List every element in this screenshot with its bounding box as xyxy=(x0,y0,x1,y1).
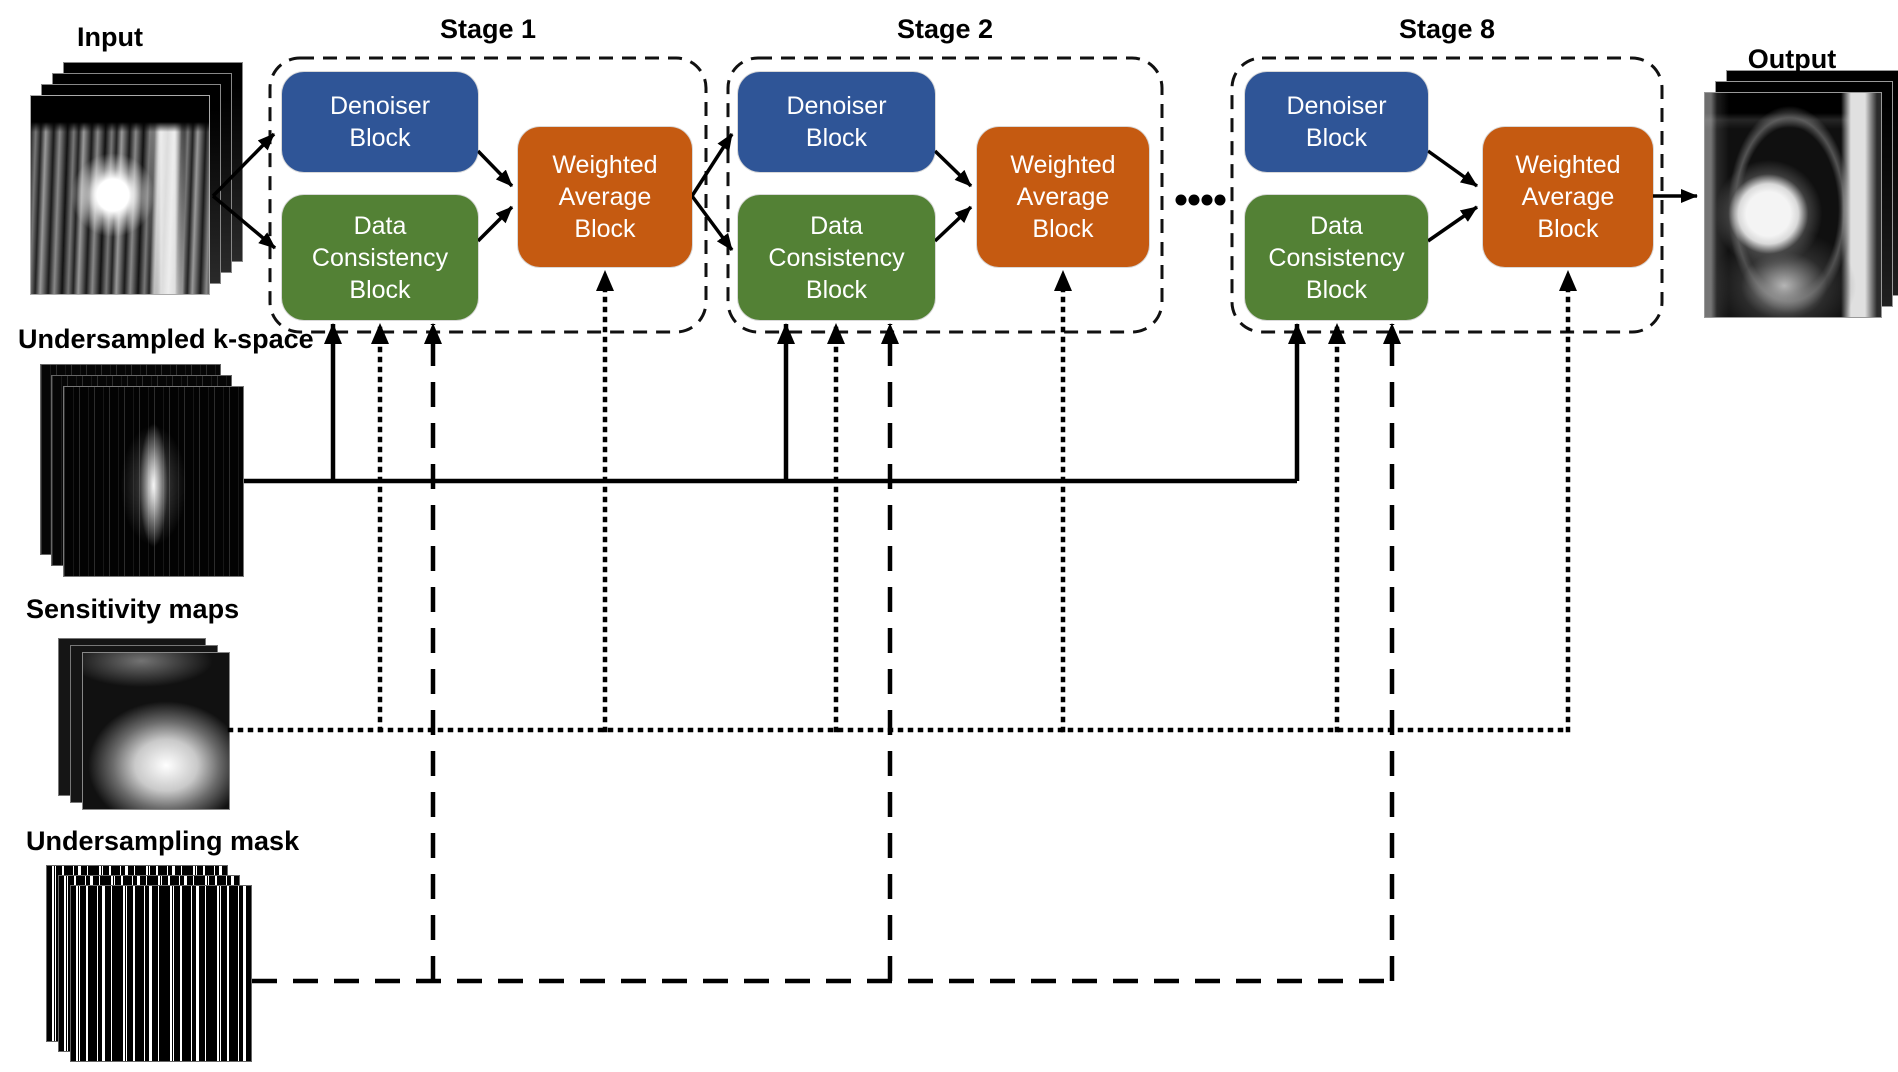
stage1-data-consistency-block: Data Consistency Block xyxy=(282,195,478,320)
stage1-weighted-average-block: Weighted Average Block xyxy=(518,127,692,267)
denoiser8-to-wa8-arrow xyxy=(1426,149,1479,188)
input-mri-image xyxy=(30,95,210,295)
stage2-border xyxy=(726,56,1164,334)
stage8-denoiser-block: Denoiser Block xyxy=(1245,72,1428,172)
stage2-data-consistency-block: Data Consistency Block xyxy=(738,195,935,320)
stage8-label: Stage 8 xyxy=(1398,14,1496,44)
output-label: Output xyxy=(1747,44,1837,74)
sensitivity-feed-lines xyxy=(227,268,1577,733)
denoiser2-to-wa2-arrow xyxy=(933,149,973,188)
stage2-label: Stage 2 xyxy=(896,14,994,44)
undersampled-kspace-label: Undersampled k-space xyxy=(18,324,314,354)
stage1-border xyxy=(268,56,708,334)
kspace-feed-lines xyxy=(244,323,1306,484)
input-to-dc1-arrow xyxy=(211,194,277,250)
dc1-to-wa1-arrow xyxy=(476,205,514,243)
undersampling-mask-label: Undersampling mask xyxy=(26,826,300,856)
mask-feed-lines xyxy=(252,323,1401,984)
input-to-denoiser1-arrow xyxy=(211,132,276,198)
wa1-to-denoiser2-arrow xyxy=(690,133,734,197)
sensitivity-maps-label: Sensitivity maps xyxy=(26,594,240,624)
dc2-to-wa2-arrow xyxy=(933,205,973,243)
stage-continuation-dots-icon xyxy=(1175,194,1226,206)
stage1-denoiser-block: Denoiser Block xyxy=(282,72,478,172)
stage1-label: Stage 1 xyxy=(439,14,537,44)
stage2-denoiser-block: Denoiser Block xyxy=(738,72,935,172)
wa1-to-dc2-arrow xyxy=(690,194,734,252)
stage2-weighted-average-block: Weighted Average Block xyxy=(977,127,1149,267)
stage8-weighted-average-block: Weighted Average Block xyxy=(1483,127,1653,267)
stage-borders xyxy=(268,56,1664,334)
mask-image xyxy=(70,885,252,1062)
dc8-to-wa8-arrow xyxy=(1427,205,1478,243)
flow-arrows xyxy=(211,132,1698,252)
denoiser1-to-wa1-arrow xyxy=(476,149,514,188)
kspace-image xyxy=(63,386,244,577)
output-mri-image xyxy=(1704,92,1882,318)
stage8-data-consistency-block: Data Consistency Block xyxy=(1245,195,1428,320)
stage8-border xyxy=(1230,56,1664,334)
sensitivity-map-image xyxy=(82,652,230,810)
input-label: Input xyxy=(77,22,143,52)
